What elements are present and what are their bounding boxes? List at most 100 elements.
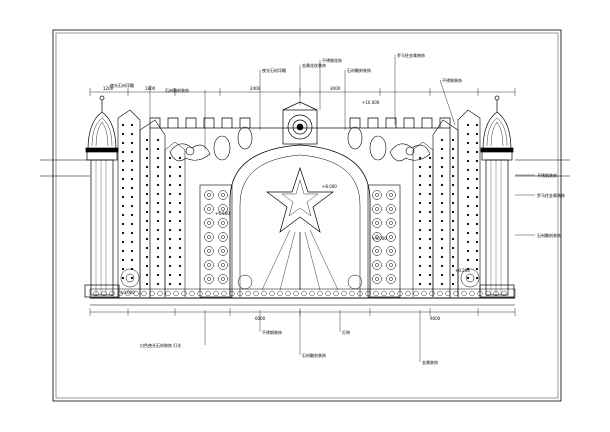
base-circle bbox=[269, 290, 275, 297]
rivet bbox=[440, 255, 444, 259]
rivet bbox=[451, 264, 455, 268]
rivet bbox=[428, 246, 432, 250]
rivet bbox=[145, 174, 149, 178]
base-circle bbox=[421, 290, 427, 297]
pier-circle bbox=[204, 260, 214, 270]
pier-circle bbox=[218, 260, 228, 270]
base-circle bbox=[437, 290, 443, 297]
pier-circle bbox=[386, 274, 396, 284]
callout-top-5: 不锈钢装饰 bbox=[442, 77, 462, 83]
elevation-0: ±0.000 bbox=[120, 290, 135, 295]
rivet bbox=[428, 282, 432, 286]
pier-circle-core bbox=[375, 263, 379, 267]
rivet bbox=[418, 210, 422, 214]
right-side-panel bbox=[412, 109, 481, 297]
rivet bbox=[121, 213, 125, 217]
rivet bbox=[418, 273, 422, 277]
rivet bbox=[156, 255, 160, 259]
rivet bbox=[466, 141, 470, 145]
rivet bbox=[475, 240, 479, 244]
rivet bbox=[466, 132, 470, 136]
rivet bbox=[428, 210, 432, 214]
rivet bbox=[466, 186, 470, 190]
rivet bbox=[156, 201, 160, 205]
rivet bbox=[418, 201, 422, 205]
elevation-labels: ±0.000 +0.200 +4.000 +6.500 +8.000 +10.0… bbox=[120, 100, 470, 295]
pier-circle-core bbox=[221, 221, 225, 225]
base-circle bbox=[221, 290, 227, 297]
relief-sculpture-left bbox=[169, 143, 211, 162]
rivet bbox=[145, 201, 149, 205]
rivet bbox=[178, 282, 182, 286]
rivet bbox=[466, 276, 470, 280]
rivet bbox=[168, 264, 172, 268]
rivet bbox=[121, 267, 125, 271]
rivet bbox=[451, 165, 455, 169]
rivet bbox=[440, 192, 444, 196]
rivet bbox=[178, 219, 182, 223]
rivet bbox=[475, 204, 479, 208]
base-circle bbox=[461, 290, 467, 297]
rivet bbox=[178, 192, 182, 196]
rivet bbox=[466, 195, 470, 199]
pier-circle-core bbox=[207, 277, 211, 281]
rivet bbox=[145, 264, 149, 268]
base-circle bbox=[469, 290, 475, 297]
rivet bbox=[440, 165, 444, 169]
rivet bbox=[130, 231, 134, 235]
pier-circle bbox=[386, 218, 396, 228]
rivet bbox=[156, 156, 160, 160]
rivet bbox=[451, 228, 455, 232]
base-circle bbox=[149, 290, 155, 297]
rivet bbox=[428, 264, 432, 268]
rivet bbox=[156, 219, 160, 223]
base-circle bbox=[125, 290, 131, 297]
rivet bbox=[145, 219, 149, 223]
rivet bbox=[178, 165, 182, 169]
rivet bbox=[145, 147, 149, 151]
rivet bbox=[440, 228, 444, 232]
rivet bbox=[121, 168, 125, 172]
rivet bbox=[130, 132, 134, 136]
pier-circle-core bbox=[389, 221, 393, 225]
pier-circle bbox=[372, 274, 382, 284]
dim-5: 9000 bbox=[430, 316, 441, 321]
rivet bbox=[156, 192, 160, 196]
callout-bottom-0: 白色夜光石材装饰 灯光 bbox=[140, 342, 181, 348]
elevation-5: +10.000 bbox=[362, 100, 380, 105]
pier-circle bbox=[218, 246, 228, 256]
rivet bbox=[440, 156, 444, 160]
rivet bbox=[451, 237, 455, 241]
rivet bbox=[145, 165, 149, 169]
base-circle bbox=[365, 290, 371, 297]
pier-circle-core bbox=[221, 207, 225, 211]
rivet bbox=[440, 201, 444, 205]
bottom-dimension-chain bbox=[89, 308, 516, 316]
pier-circle-core bbox=[375, 221, 379, 225]
pier-circle bbox=[204, 204, 214, 214]
rivet-pattern bbox=[121, 123, 479, 286]
rivet bbox=[451, 138, 455, 142]
pier-circle-core bbox=[375, 193, 379, 197]
rivet bbox=[121, 276, 125, 280]
rivet bbox=[418, 183, 422, 187]
rivet bbox=[451, 210, 455, 214]
base-circle bbox=[181, 290, 187, 297]
rivet bbox=[121, 186, 125, 190]
pier-circle-core bbox=[221, 249, 225, 253]
rivet bbox=[475, 249, 479, 253]
dim-1: 1800 bbox=[145, 86, 156, 91]
rivet bbox=[121, 204, 125, 208]
pier-circle bbox=[204, 232, 214, 242]
rivet bbox=[428, 219, 432, 223]
pier-circle bbox=[218, 274, 228, 284]
pier-circle-core bbox=[389, 193, 393, 197]
center-crest bbox=[282, 101, 318, 145]
rivet bbox=[168, 210, 172, 214]
rivet bbox=[178, 201, 182, 205]
rivet bbox=[145, 138, 149, 142]
rivet bbox=[451, 246, 455, 250]
rivet bbox=[418, 255, 422, 259]
rivet bbox=[451, 255, 455, 259]
rivet bbox=[475, 186, 479, 190]
